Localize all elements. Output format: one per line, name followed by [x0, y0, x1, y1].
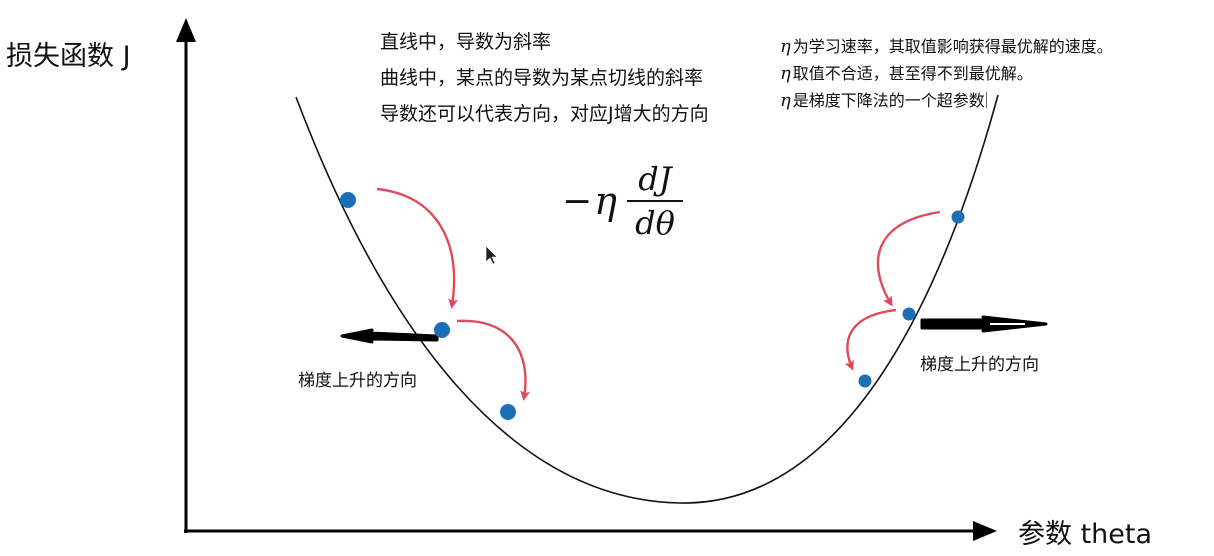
- step-arrow-4: [844, 308, 897, 371]
- mouse-cursor-icon: [485, 245, 498, 265]
- note-line: 直线中，导数为斜率: [380, 31, 552, 53]
- curve-point-4: [951, 210, 965, 224]
- formula-fraction: dJ dθ: [626, 160, 683, 242]
- eta-symbol: η: [780, 63, 791, 84]
- step-arrow-2: [456, 319, 531, 401]
- curve-point-1: [340, 192, 356, 208]
- formula-denominator: dθ: [635, 204, 675, 242]
- gradient-direction-label-right: 梯度上升的方向: [920, 355, 1039, 375]
- x-axis-label: 参数 theta: [1018, 519, 1153, 550]
- note-line: 导数还可以代表方向，对应J增大的方向: [380, 103, 709, 125]
- gradient-direction-label-left: 梯度上升的方向: [298, 371, 417, 391]
- step-arrow-1: [376, 187, 458, 309]
- y-axis-arrowhead: [176, 18, 196, 42]
- formula-numerator: dJ: [638, 160, 672, 198]
- curve-point-6: [858, 374, 872, 388]
- curve-point-5: [902, 307, 916, 321]
- eta-symbol: η: [780, 90, 791, 111]
- curve-point-3: [500, 404, 516, 420]
- step-arrow-3: [876, 210, 941, 307]
- curve-point-2: [434, 322, 450, 338]
- x-axis-arrowhead: [973, 521, 997, 541]
- gradient-step-formula: − η dJ dθ: [562, 160, 683, 242]
- formula-fraction-bar: [626, 200, 683, 202]
- eta-note-text: 是梯度下降法的一个超参数: [792, 91, 985, 110]
- derivative-notes: 直线中，导数为斜率 曲线中，某点的导数为某点切线的斜率 导数还可以代表方向，对应…: [380, 24, 709, 132]
- note-line: 曲线中，某点的导数为某点切线的斜率: [380, 67, 704, 89]
- loss-curve: [295, 94, 999, 504]
- y-axis-label: 损失函数 J: [6, 41, 131, 72]
- eta-note-text: 取值不合适，甚至得不到最优解。: [792, 64, 1033, 83]
- formula-eta: η: [594, 179, 617, 223]
- eta-symbol: η: [780, 36, 791, 57]
- eta-note-text: 为学习速率，其取值影响获得最优解的速度。: [792, 37, 1113, 56]
- gradient-arrow-left: [340, 328, 439, 344]
- gradient-arrow-right: [920, 315, 1048, 333]
- formula-minus: −: [562, 180, 593, 222]
- text-caret: [985, 92, 987, 108]
